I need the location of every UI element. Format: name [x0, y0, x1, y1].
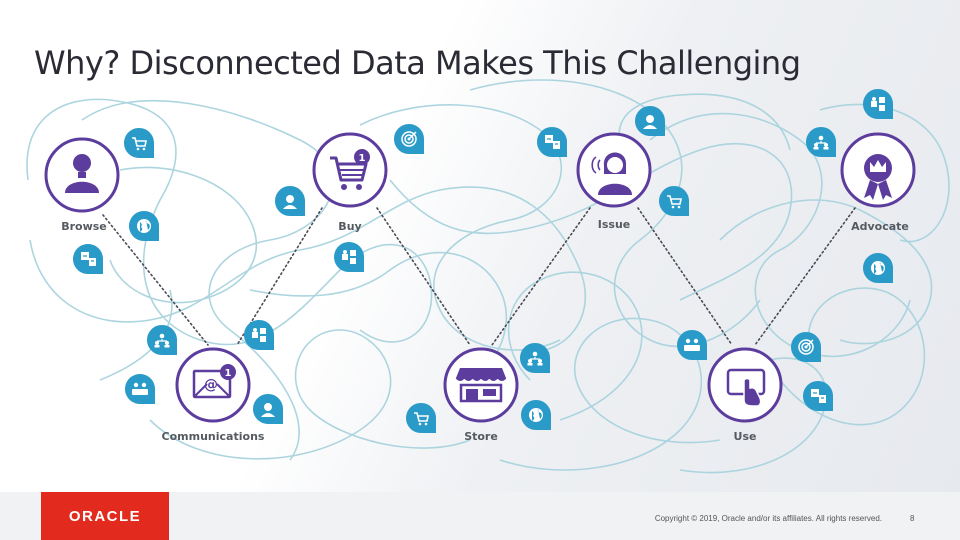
social-media-pin-icon: [73, 244, 103, 274]
storefront-icon: [455, 368, 507, 403]
meeting-pin-icon: [677, 330, 707, 360]
data-flow-lines: [26, 79, 950, 474]
use-node: [707, 347, 783, 423]
people-network-pin-icon: [520, 343, 550, 373]
support-agent-pin-icon: [635, 106, 665, 136]
communications-label: Communications: [161, 430, 265, 443]
buy-node: [312, 132, 388, 208]
advocate-label: Advocate: [851, 220, 909, 233]
store-label: Store: [464, 430, 498, 443]
target-pin-icon: [791, 332, 821, 362]
copyright-text: Copyright © 2019, Oracle and/or its affi…: [654, 514, 882, 523]
email-icon: @: [192, 369, 232, 399]
social-media-pin-icon: [537, 127, 567, 157]
touch-device-icon: [726, 368, 766, 407]
globe-pin-icon: [863, 253, 893, 283]
use-label: Use: [733, 430, 757, 443]
social-media-pin-icon: [803, 381, 833, 411]
target-pin-icon: [394, 124, 424, 154]
cart-pin-icon: [659, 186, 689, 216]
cart-pin-icon: [406, 403, 436, 433]
communications-node: @: [175, 347, 251, 423]
award-ribbon-icon: [864, 154, 892, 200]
browse-label: Browse: [61, 220, 107, 233]
issue-node: [576, 132, 652, 208]
person-icon: [65, 154, 99, 193]
issue-label: Issue: [597, 218, 631, 231]
people-network-pin-icon: [147, 325, 177, 355]
puzzle-pin-icon: [863, 89, 893, 119]
email-badge-icon: [220, 364, 236, 380]
page-number: 8: [910, 514, 915, 523]
advocate-node: [840, 132, 916, 208]
communications-badge-count: 1: [225, 368, 232, 379]
puzzle-pin-icon: [244, 320, 274, 350]
buy-badge-count: 1: [359, 153, 366, 164]
store-node: [443, 347, 519, 423]
cart-pin-icon: [124, 128, 154, 158]
customer-support-agent-icon: [591, 152, 632, 195]
people-network-pin-icon: [806, 127, 836, 157]
buy-label: Buy: [338, 220, 362, 233]
cart-badge-icon: [354, 149, 370, 165]
journey-connectors: [102, 207, 856, 346]
oracle-logo-text: ORACLE: [68, 507, 142, 525]
browse-node: [44, 137, 120, 213]
globe-pin-icon: [129, 211, 159, 241]
globe-pin-icon: [521, 400, 551, 430]
support-agent-pin-icon: [253, 394, 283, 424]
oracle-logo: ORACLE: [41, 492, 169, 540]
meeting-pin-icon: [125, 374, 155, 404]
svg-text:@: @: [204, 377, 218, 393]
slide-title: Why? Disconnected Data Makes This Challe…: [34, 44, 801, 82]
puzzle-pin-icon: [334, 242, 364, 272]
support-agent-pin-icon: [275, 186, 305, 216]
